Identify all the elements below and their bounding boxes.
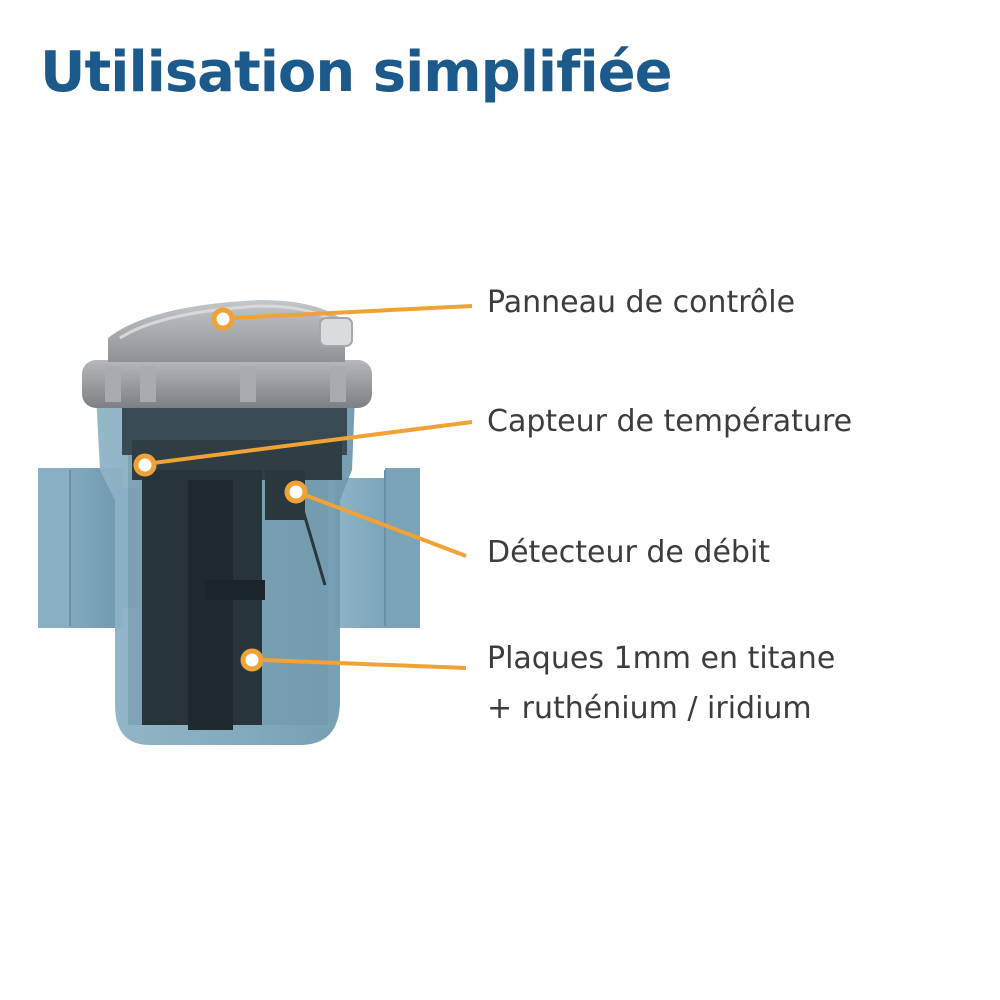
label-line: + ruthénium / iridium [487,691,812,726]
right-pipe-connector [335,468,420,628]
label-line: Détecteur de débit [487,535,771,570]
label-control-panel: Panneau de contrôle [487,278,795,328]
label-line: Panneau de contrôle [487,285,796,320]
label-line: Capteur de température [487,404,853,439]
label-titanium-plates: Plaques 1mm en titane + ruthénium / irid… [487,634,835,734]
callout-line-flow-detector [304,493,467,558]
callout-line-titanium-plates [261,658,467,670]
callout-marker-control-panel [211,307,235,331]
callout-marker-temperature-sensor [133,453,157,477]
label-flow-detector: Détecteur de débit [487,528,770,578]
callout-marker-titanium-plates [240,648,264,672]
control-panel [108,300,353,362]
callout-markers [133,307,308,672]
label-temperature-sensor: Capteur de température [487,397,852,447]
page-title: Utilisation simplifiée [40,40,673,105]
lid-ring [82,360,372,408]
callout-line-control-panel [231,304,473,320]
callout-marker-flow-detector [284,480,308,504]
label-line: Plaques 1mm en titane [487,641,836,676]
callout-line-temperature-sensor [152,420,473,465]
callout-lines [152,304,473,670]
